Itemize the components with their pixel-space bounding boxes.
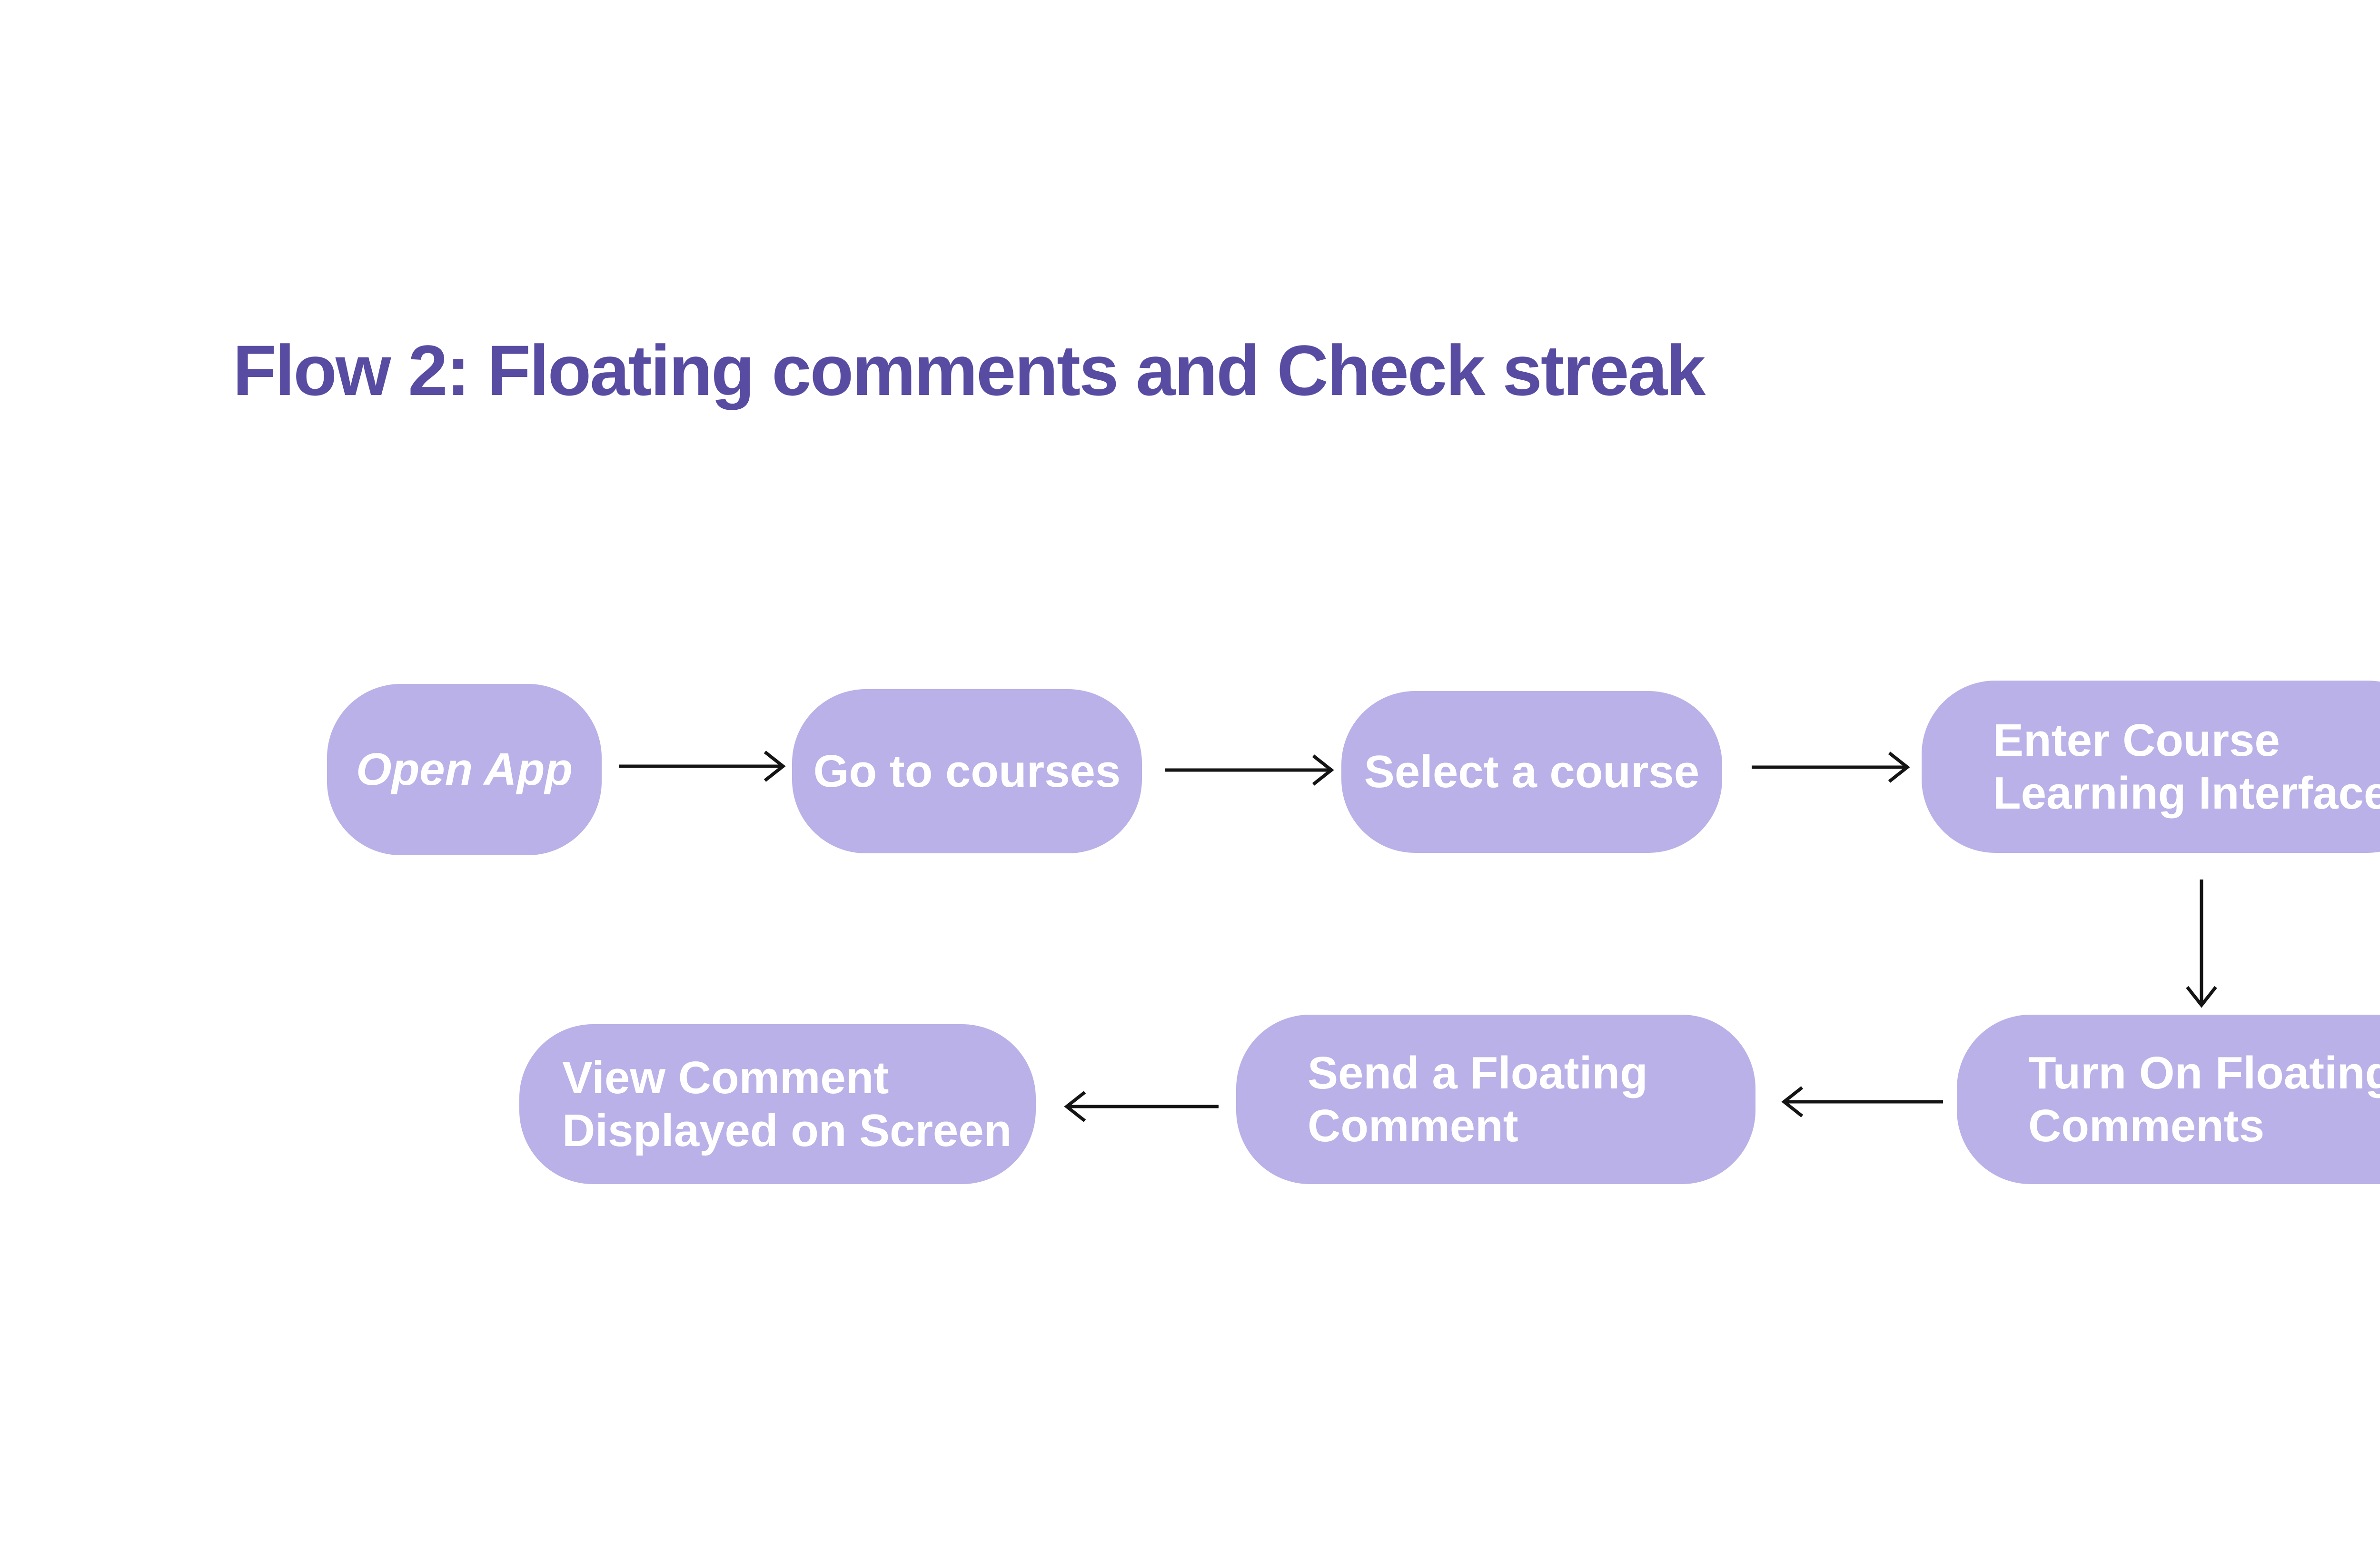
arrow-open-app-to-go-to-courses bbox=[619, 751, 786, 782]
arrow-enter-course-learning-interface-to-turn-on-floating-comments bbox=[2186, 880, 2217, 1008]
node-label: Enter Course Learning Interface bbox=[1993, 714, 2380, 819]
node-label: Select a course bbox=[1364, 746, 1700, 798]
arrow-go-to-courses-to-select-a-course bbox=[1165, 754, 1334, 786]
node-label: Open App bbox=[356, 744, 573, 795]
flow-node-turn-on-floating-comments[interactable]: Turn On Floating Comments bbox=[1957, 1015, 2380, 1184]
node-label: View Comment Displayed on Screen bbox=[562, 1052, 1012, 1156]
flow-node-send-a-floating-comment[interactable]: Send a Floating Comment bbox=[1236, 1015, 1755, 1184]
flow-node-enter-course-learning-interface[interactable]: Enter Course Learning Interface bbox=[1922, 681, 2380, 853]
flow-node-open-app[interactable]: Open App bbox=[327, 684, 602, 855]
flow-node-select-a-course[interactable]: Select a course bbox=[1341, 691, 1722, 853]
flow-node-go-to-courses[interactable]: Go to courses bbox=[792, 689, 1142, 853]
node-label: Go to courses bbox=[813, 745, 1121, 797]
arrow-select-a-course-to-enter-course-learning-interface bbox=[1752, 751, 1910, 783]
arrow-send-a-floating-comment-to-view-comment-displayed-on-screen bbox=[1064, 1091, 1219, 1122]
arrow-turn-on-floating-comments-to-send-a-floating-comment bbox=[1781, 1086, 1943, 1117]
flow-node-view-comment-displayed-on-screen[interactable]: View Comment Displayed on Screen bbox=[519, 1024, 1036, 1184]
page-title: Flow 2: Floating comments and Check stre… bbox=[233, 330, 1706, 410]
node-label: Send a Floating Comment bbox=[1308, 1047, 1648, 1151]
node-label: Turn On Floating Comments bbox=[2028, 1047, 2380, 1151]
